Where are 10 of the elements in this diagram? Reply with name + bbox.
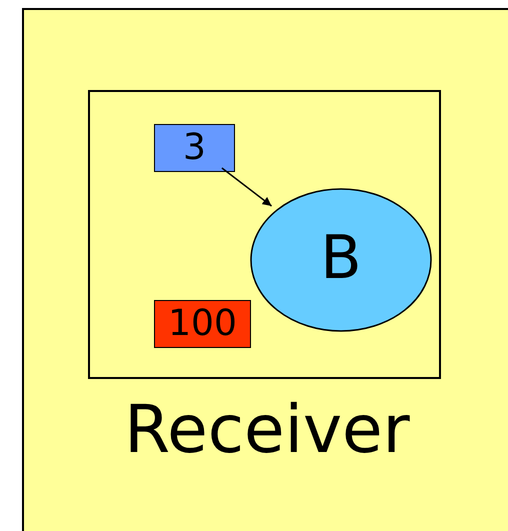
value-box [154,124,235,172]
container-label: Receiver [123,390,411,470]
object-ellipse [250,188,432,332]
value-box [154,300,251,348]
arrow [221,167,272,207]
value-text: 3 [182,126,207,170]
inner-frame-box [88,90,441,379]
object-label: B [319,222,363,295]
outer-container-box [22,8,508,531]
value-text: 100 [167,302,238,346]
